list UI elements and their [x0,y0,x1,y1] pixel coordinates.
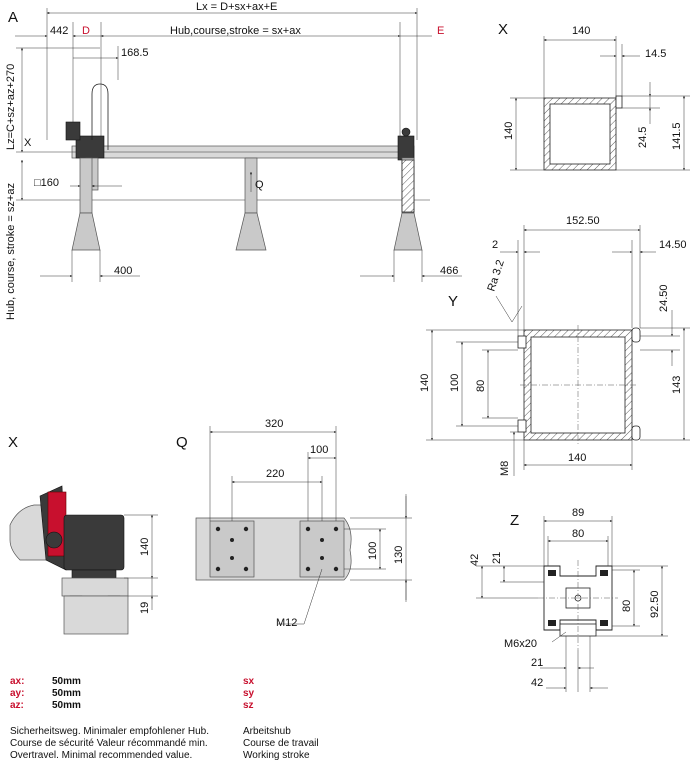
dim-130: 130 [393,546,405,564]
view-a-label: A [8,9,18,26]
dim-m8: M8 [499,461,511,476]
mark-x: X [24,137,32,149]
note-stroke-fr: Course de travail [243,738,319,749]
dim-100-q: 100 [367,542,379,560]
mount-plate [71,569,117,579]
dim-140w-y: 140 [568,452,586,464]
y-bolt-bottom [517,419,527,433]
dim-e: E [437,25,444,37]
dim-442: 442 [50,25,68,37]
dim-92-50: 92.50 [649,590,661,618]
detail-x-label: X [8,434,18,451]
view-a: A Lx = D+sx+ax+E 442 D Hub,course,stroke… [5,1,462,320]
mark-q: Q [255,179,264,191]
legend-sx: sx [243,676,255,687]
dim-140h-y: 140 [419,374,431,392]
note-safety-de: Sicherheitsweg. Minimaler empfohlener Hu… [10,726,209,737]
dim-21-left: 21 [491,552,503,564]
section-z: Z 89 80 42 21 80 [469,507,668,692]
dim-80-y: 80 [475,380,487,392]
section-x-label: X [498,21,508,38]
legend-ay-key: ay: [10,688,25,699]
dim-21-bottom: 21 [531,657,543,669]
dim-140w: 140 [572,25,590,37]
section-y-label: Y [448,293,458,310]
section-z-label: Z [510,512,519,529]
legend-ax-key: ax: [10,676,25,687]
legend-ay: ay: 50mm [10,688,81,700]
legend-sz: sz [243,700,254,711]
note-safety-en: Overtravel. Minimal recommended value. [10,750,193,761]
legend-sy: sy [243,688,255,699]
dim-89: 89 [572,507,584,519]
roughness-symbol [495,295,523,323]
dim-lz: Lz=C+sz+az+270 [5,64,17,150]
dim-d: D [82,25,90,37]
y-tab-top [631,327,641,343]
dim-80-right: 80 [621,600,633,612]
cable-chain [91,83,109,150]
legend-ax: ax: 50mm [10,676,81,688]
legend-az-key: az: [10,700,24,711]
end-bolt [401,127,411,137]
y-tab-bottom [631,425,641,441]
dim-80-top: 80 [572,528,584,540]
tube-inner [549,103,611,165]
dim-lx: Lx = D+sx+ax+E [196,1,277,13]
dim-14-50: 14.50 [659,239,687,251]
dim-14-5: 14.5 [645,48,666,60]
detail-q: Q 320 100 220 100 [176,418,412,629]
dim-stroke: Hub,course,stroke = sx+ax [170,25,301,37]
dim-42-left: 42 [469,554,481,566]
note-stroke-en: Working stroke [243,750,310,761]
motor [65,121,81,141]
detail-x: X 140 19 [8,434,158,635]
legend-ay-val: 50mm [52,688,81,699]
y-bolt-top [517,335,527,349]
gearbox [63,514,125,571]
dim-140h: 140 [503,122,515,140]
dim-sq160: □160 [34,177,59,189]
leg-center [235,157,267,251]
detail-q-label: Q [176,434,188,451]
dim-143: 143 [671,376,683,394]
legend-ax-val: 50mm [52,676,81,687]
dim-400: 400 [114,265,132,277]
note-stroke-de: Arbeitshub [243,726,291,737]
dim-19: 19 [139,602,151,614]
shaft-cap [45,531,63,549]
dim-24-5: 24.5 [637,127,649,148]
end-block [397,135,415,161]
base-plate [61,577,129,597]
dim-140-xd: 140 [139,538,151,556]
dim-100-top-q: 100 [310,444,328,456]
note-safety: Sicherheitsweg. Minimaler empfohlener Hu… [10,726,209,762]
dim-ra: Ra 3.2 [485,258,506,293]
leg-right [393,157,423,251]
dim-466: 466 [440,265,458,277]
column [63,595,129,635]
section-x: X 140 14.5 140 24.5 141.5 [498,21,690,171]
legend-az: az: 50mm [10,700,81,712]
tube-tab [615,95,623,109]
note-stroke: Arbeitshub Course de travail Working str… [243,726,319,762]
dim-24-50: 24.50 [658,284,670,312]
dim-hub-vert: Hub, course, stroke = sz+az [5,183,17,320]
dim-220: 220 [266,468,284,480]
dim-2: 2 [492,239,498,251]
dim-42-bottom: 42 [531,677,543,689]
dim-320: 320 [265,418,283,430]
leg-left [71,157,101,251]
bolt-holes [215,526,339,572]
note-safety-fr: Course de sécurité Valeur récommandé min… [10,738,208,749]
section-y: Y 152.50 2 14.50 Ra 3.2 24.50 [419,215,690,476]
legend-az-val: 50mm [52,700,81,711]
dim-100-y: 100 [449,374,461,392]
dim-m12: M12 [276,617,297,629]
dim-152-50: 152.50 [566,215,600,227]
dim-141-5: 141.5 [671,122,683,150]
dim-m6x20: M6x20 [504,638,537,650]
dim-168: 168.5 [121,47,149,59]
